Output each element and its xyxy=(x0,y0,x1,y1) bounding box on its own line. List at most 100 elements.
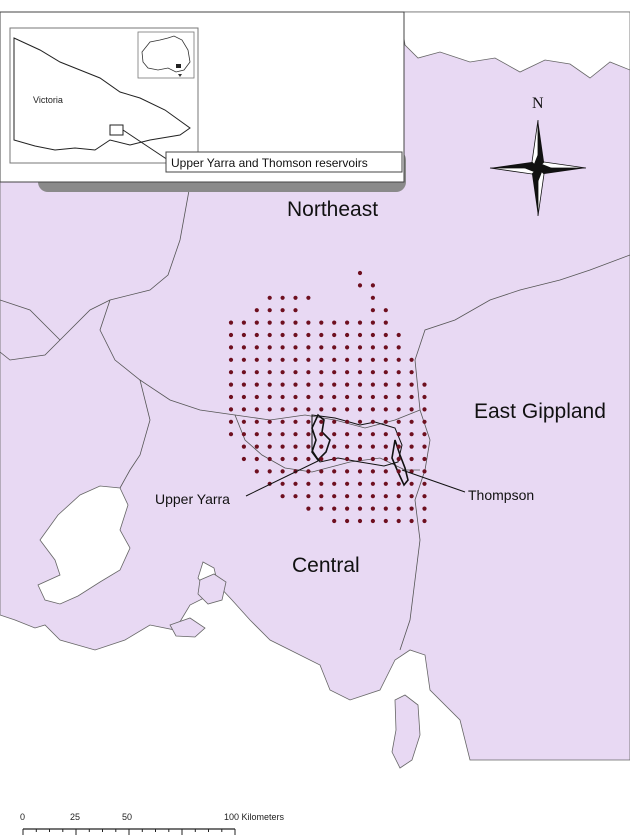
sample-point xyxy=(422,506,427,511)
region-label-central: Central xyxy=(292,554,360,577)
sample-point xyxy=(228,394,234,400)
sample-point xyxy=(319,481,324,486)
inset-australia xyxy=(137,31,195,79)
sample-point xyxy=(319,382,324,387)
sample-point xyxy=(293,382,298,387)
sample-point xyxy=(383,357,388,362)
sample-point xyxy=(396,382,401,387)
sample-point xyxy=(345,394,350,400)
sample-point xyxy=(319,419,324,424)
sample-point xyxy=(254,456,259,462)
sample-point xyxy=(422,382,427,387)
sample-point xyxy=(422,494,427,499)
sample-point xyxy=(280,332,285,338)
sample-point xyxy=(228,382,234,387)
sample-point xyxy=(332,357,337,362)
sample-point xyxy=(422,456,427,462)
sample-point xyxy=(319,407,324,412)
region-label-northeast: Northeast xyxy=(287,198,378,221)
sample-grid-points xyxy=(228,270,427,524)
sample-point xyxy=(383,394,388,400)
sample-point xyxy=(332,456,337,462)
sample-point xyxy=(332,494,337,499)
sample-point xyxy=(241,370,246,375)
sample-point xyxy=(409,370,414,375)
inset-victoria-outline xyxy=(13,37,191,151)
sample-point xyxy=(345,518,350,524)
sample-point xyxy=(306,419,311,424)
inset-callout-leader xyxy=(122,129,169,161)
sample-point xyxy=(241,444,246,449)
sample-point xyxy=(267,295,272,300)
sample-point xyxy=(267,308,272,313)
sample-point xyxy=(319,332,324,338)
sample-point xyxy=(254,469,259,474)
sample-point xyxy=(332,394,337,400)
sample-point xyxy=(409,394,414,400)
sample-point xyxy=(357,332,363,338)
promontory xyxy=(391,694,421,769)
sample-point xyxy=(370,481,375,486)
sample-point xyxy=(345,382,350,387)
sample-point xyxy=(306,320,311,325)
sample-point xyxy=(383,345,388,350)
sample-point xyxy=(241,394,246,400)
sample-point xyxy=(280,357,285,362)
sample-point xyxy=(383,469,388,474)
sample-point xyxy=(370,506,375,511)
sample-point xyxy=(383,419,388,424)
sample-point xyxy=(396,394,401,400)
sample-point xyxy=(241,345,246,350)
upper-yarra-label: Upper Yarra xyxy=(155,491,230,507)
sample-point xyxy=(357,444,363,449)
sample-point xyxy=(396,456,401,462)
scale-bar: 0 25 50 100 Kilometers xyxy=(20,812,285,835)
sample-point xyxy=(383,494,388,499)
sample-point xyxy=(254,419,259,424)
sample-point xyxy=(267,370,272,375)
sample-point xyxy=(280,469,285,474)
sample-point xyxy=(422,419,427,424)
sample-point xyxy=(332,419,337,424)
sample-point xyxy=(370,283,375,288)
sample-point xyxy=(383,481,388,486)
sample-point xyxy=(396,345,401,350)
sample-point xyxy=(254,394,259,400)
sample-point xyxy=(409,456,414,462)
sample-point xyxy=(409,432,414,437)
thompson-label: Thompson xyxy=(468,487,534,503)
sample-point xyxy=(332,332,337,338)
sample-point xyxy=(293,370,298,375)
sample-point xyxy=(383,320,388,325)
sample-point xyxy=(357,432,363,437)
catchment-outline xyxy=(311,414,403,467)
scale-tick-25: 25 xyxy=(70,812,80,822)
sample-point xyxy=(422,469,427,474)
sample-point xyxy=(306,295,311,300)
sample-point xyxy=(370,320,375,325)
sample-point xyxy=(254,444,259,449)
sample-point xyxy=(306,332,311,338)
sample-point xyxy=(409,494,414,499)
sample-point xyxy=(422,518,427,524)
island xyxy=(169,617,206,638)
sample-point xyxy=(396,494,401,499)
sample-point xyxy=(357,320,363,325)
inset-callout-text: Upper Yarra and Thomson reservoirs xyxy=(171,156,368,170)
sample-point xyxy=(396,357,401,362)
sample-point xyxy=(370,308,375,313)
sample-point xyxy=(357,481,363,486)
sample-point xyxy=(332,320,337,325)
sample-point xyxy=(396,332,401,338)
sample-point xyxy=(319,394,324,400)
sample-point xyxy=(345,370,350,375)
sample-point xyxy=(319,345,324,350)
sample-point xyxy=(383,308,388,313)
sample-point xyxy=(383,456,388,462)
sample-point xyxy=(332,432,337,437)
sample-point xyxy=(409,518,414,524)
sample-point xyxy=(357,506,363,511)
sample-point xyxy=(370,382,375,387)
sample-point xyxy=(332,345,337,350)
scale-minor-ticks xyxy=(22,829,236,835)
